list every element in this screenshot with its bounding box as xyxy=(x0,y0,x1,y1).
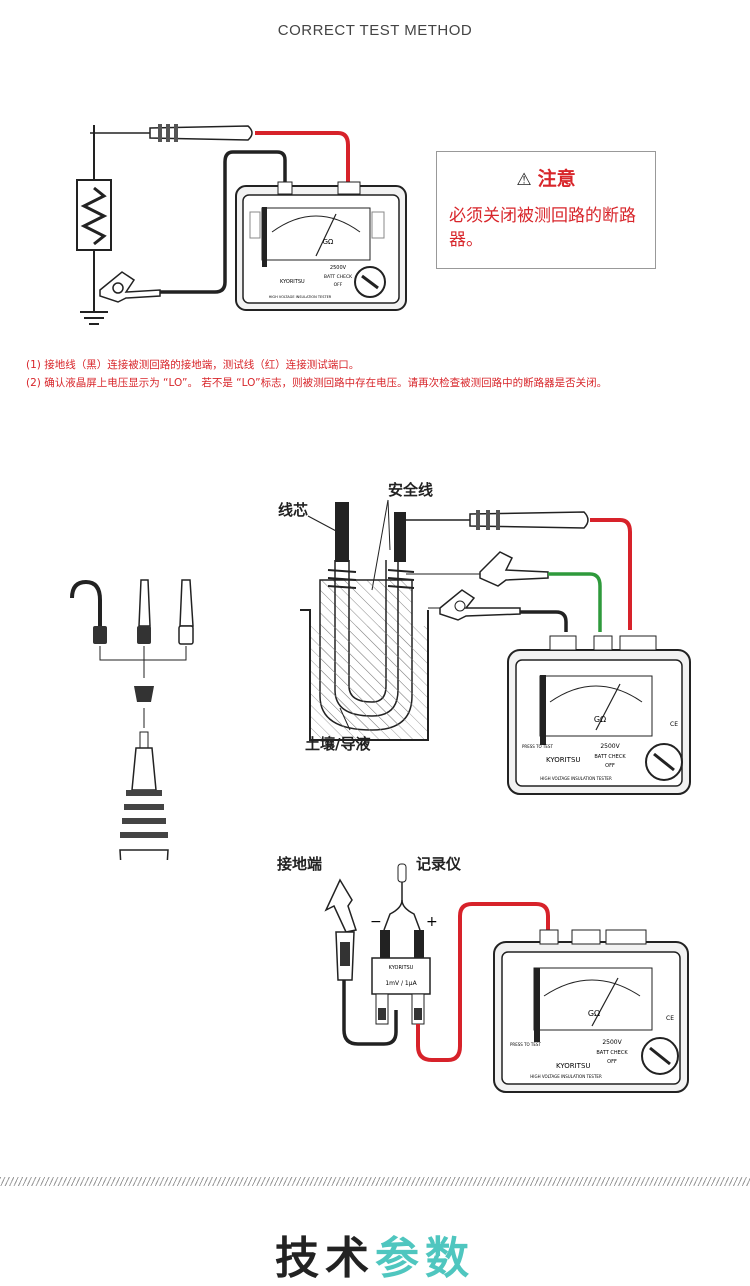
tester2-batt-label: BATT CHECK xyxy=(594,754,626,760)
section-title-part2: 参数 xyxy=(375,1233,475,1284)
tester2-off-label: OFF xyxy=(605,763,615,769)
hook-tip-icon xyxy=(70,579,107,644)
tester3-ce-label: CE xyxy=(666,1015,674,1022)
resistor-symbol xyxy=(76,179,112,251)
tester3-unit-label: GΩ xyxy=(588,1009,600,1018)
tester2-voltage-label: 2500V xyxy=(600,743,620,750)
ground-icon xyxy=(80,311,108,325)
warning-triangle-icon: ⚠ xyxy=(516,170,532,190)
tester3-brand-label: KYORITSU xyxy=(556,1062,591,1070)
adapter-text: 1mV / 1μA xyxy=(385,980,417,987)
tester3-model-label: HIGH VOLTAGE INSULATION TESTER xyxy=(530,1074,602,1079)
tester-unit-label: GΩ xyxy=(323,238,334,246)
tester-model-label: HIGH VOLTAGE INSULATION TESTER xyxy=(269,295,332,299)
minus-label: − xyxy=(370,914,382,930)
tester2-model-label: HIGH VOLTAGE INSULATION TESTER xyxy=(540,776,612,781)
tester2-unit-label: GΩ xyxy=(594,715,606,724)
guard-clip-icon xyxy=(479,551,549,587)
label-guard: 安全线 xyxy=(388,481,434,499)
tester2-ce-label: CE xyxy=(670,721,678,728)
tester-batt-label: BATT CHECK xyxy=(324,274,353,280)
probe-handle-icon xyxy=(119,731,169,860)
earth-clip-icon xyxy=(439,589,521,621)
tester3-voltage-label: 2500V xyxy=(602,1039,622,1046)
warning-body: 必须关闭被测回路的断路器。 xyxy=(449,206,636,250)
section-title-part1: 技术 xyxy=(275,1233,375,1284)
recorder-adapter-icon: KYORITSU 1mV / 1μA xyxy=(371,957,431,1025)
tester3-batt-label: BATT CHECK xyxy=(596,1050,628,1056)
warning-title: 注意 xyxy=(537,168,576,190)
test-probe-icon-2 xyxy=(406,510,589,530)
label-soil: 土壤/导液 xyxy=(305,735,371,753)
label-ground-terminal: 接地端 xyxy=(277,855,323,873)
label-core: 线芯 xyxy=(278,501,309,519)
guard-diagram: GΩ 2500V BATT CHECK OFF KYORITSU HIGH VO… xyxy=(70,499,691,860)
insulation-tester-icon-2: GΩ 2500V BATT CHECK OFF KYORITSU HIGH VO… xyxy=(507,635,691,795)
ground-clip-icon xyxy=(324,878,357,981)
tip-adapter-icon xyxy=(134,686,154,702)
warning-heading: ⚠注意 xyxy=(437,164,655,191)
label-recorder: 记录仪 xyxy=(416,855,462,873)
tester-voltage-label: 2500V xyxy=(330,265,347,271)
test-probe-icon xyxy=(90,124,253,142)
insulation-tester-icon-3: GΩ 2500V BATT CHECK OFF KYORITSU HIGH VO… xyxy=(493,929,689,1093)
note-2: (2) 确认液晶屏上电压显示为 “LO”。 若不是 “LO”标志，则被测回路中存… xyxy=(26,377,608,389)
tester2-press-label: PRESS TO TEST xyxy=(522,744,553,749)
needle-tip-icon xyxy=(178,579,194,645)
tester3-off-label: OFF xyxy=(607,1059,617,1065)
tester2-brand-label: KYORITSU xyxy=(546,756,581,764)
note-1: (1) 接地线（黑）连接被测回路的接地端，测试线（红）连接测试端口。 xyxy=(26,359,360,371)
tester-brand-label: KYORITSU xyxy=(280,279,305,285)
recorder-diagram: − + KYORITSU 1mV / 1μA GΩ 2500V BATT CHE… xyxy=(324,863,689,1093)
adapter-brand-label: KYORITSU xyxy=(389,965,414,971)
pin-tip-icon xyxy=(137,579,151,644)
alligator-clip-icon xyxy=(99,271,161,303)
page-title: CORRECT TEST METHOD xyxy=(277,22,473,39)
section-title: 技术参数 xyxy=(0,1222,750,1286)
warning-box: ⚠注意 必须关闭被测回路的断路器。 xyxy=(436,151,656,269)
plus-label: + xyxy=(426,914,438,930)
section-divider xyxy=(0,1177,750,1186)
tester-off-label: OFF xyxy=(334,282,343,288)
tester3-press-label: PRESS TO TEST xyxy=(510,1042,541,1047)
circuit-diagram-1: GΩ 2500V BATT CHECK OFF KYORITSU HIGH VO… xyxy=(76,124,407,325)
insulation-tester-icon: GΩ 2500V BATT CHECK OFF KYORITSU HIGH VO… xyxy=(235,181,407,311)
